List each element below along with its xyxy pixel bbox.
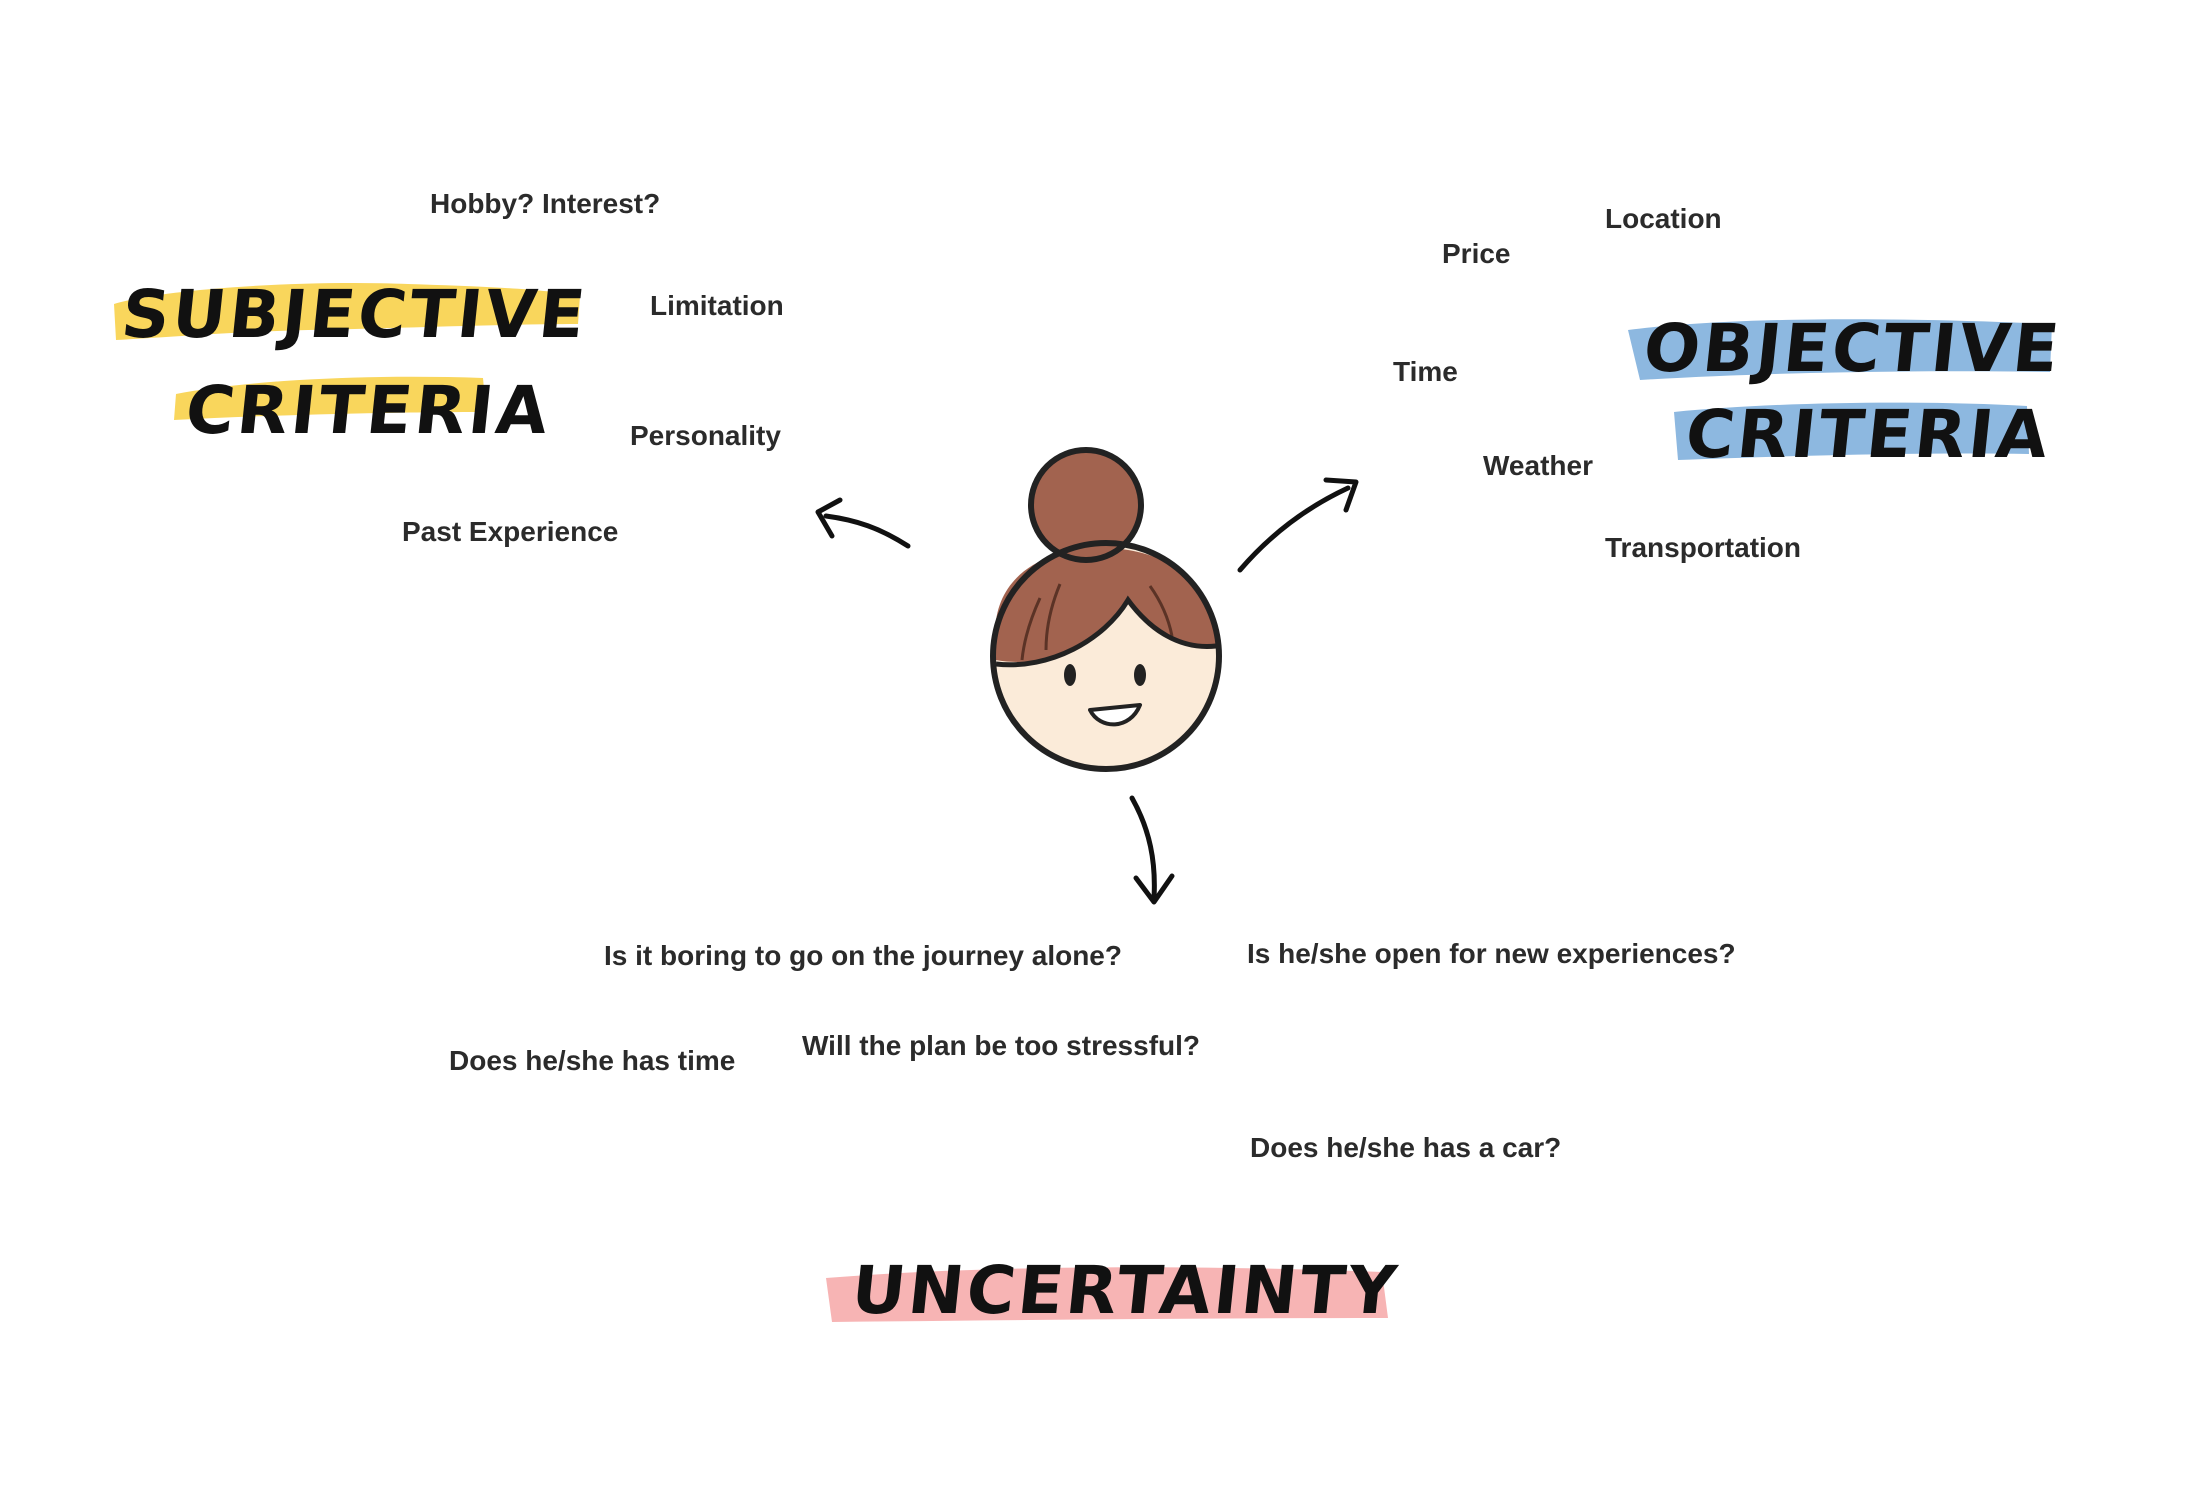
subjective-item-limitation: Limitation [650, 290, 784, 321]
objective-item-price: Price [1442, 238, 1511, 269]
uncertainty-heading: UNCERTAINTY [822, 1250, 1403, 1350]
objective-item-transportation: Transportation [1605, 532, 1802, 563]
uncertainty-item-car: Does he/she has a car? [1250, 1132, 1562, 1163]
uncertainty-item-stressful: Will the plan be too stressful? [802, 1030, 1201, 1061]
subjective-item-hobby: Hobby? Interest? [430, 188, 661, 219]
objective-item-weather: Weather [1483, 450, 1593, 481]
objective-item-location: Location [1605, 203, 1722, 234]
subjective-item-past-experience: Past Experience [402, 516, 619, 547]
objective-highlight [1628, 319, 2052, 460]
subjective-criteria-heading: SUBJECTIVE CRITERIA [108, 262, 591, 449]
arrow-down-icon [1129, 795, 1175, 905]
uncertainty-item-open: Is he/she open for new experiences? [1247, 938, 1736, 969]
arrow-up-left-icon [815, 497, 911, 549]
objective-item-time: Time [1393, 356, 1458, 387]
subjective-highlight [114, 282, 580, 420]
objective-criteria-heading: OBJECTIVE CRITERIA [1622, 302, 2065, 482]
uncertainty-highlight [826, 1267, 1388, 1322]
uncertainty-item-time: Does he/she has time [449, 1045, 736, 1076]
uncertainty-item-boring: Is it boring to go on the journey alone? [604, 940, 1122, 971]
subjective-item-personality: Personality [630, 420, 781, 451]
arrow-up-right-icon [1237, 477, 1359, 573]
